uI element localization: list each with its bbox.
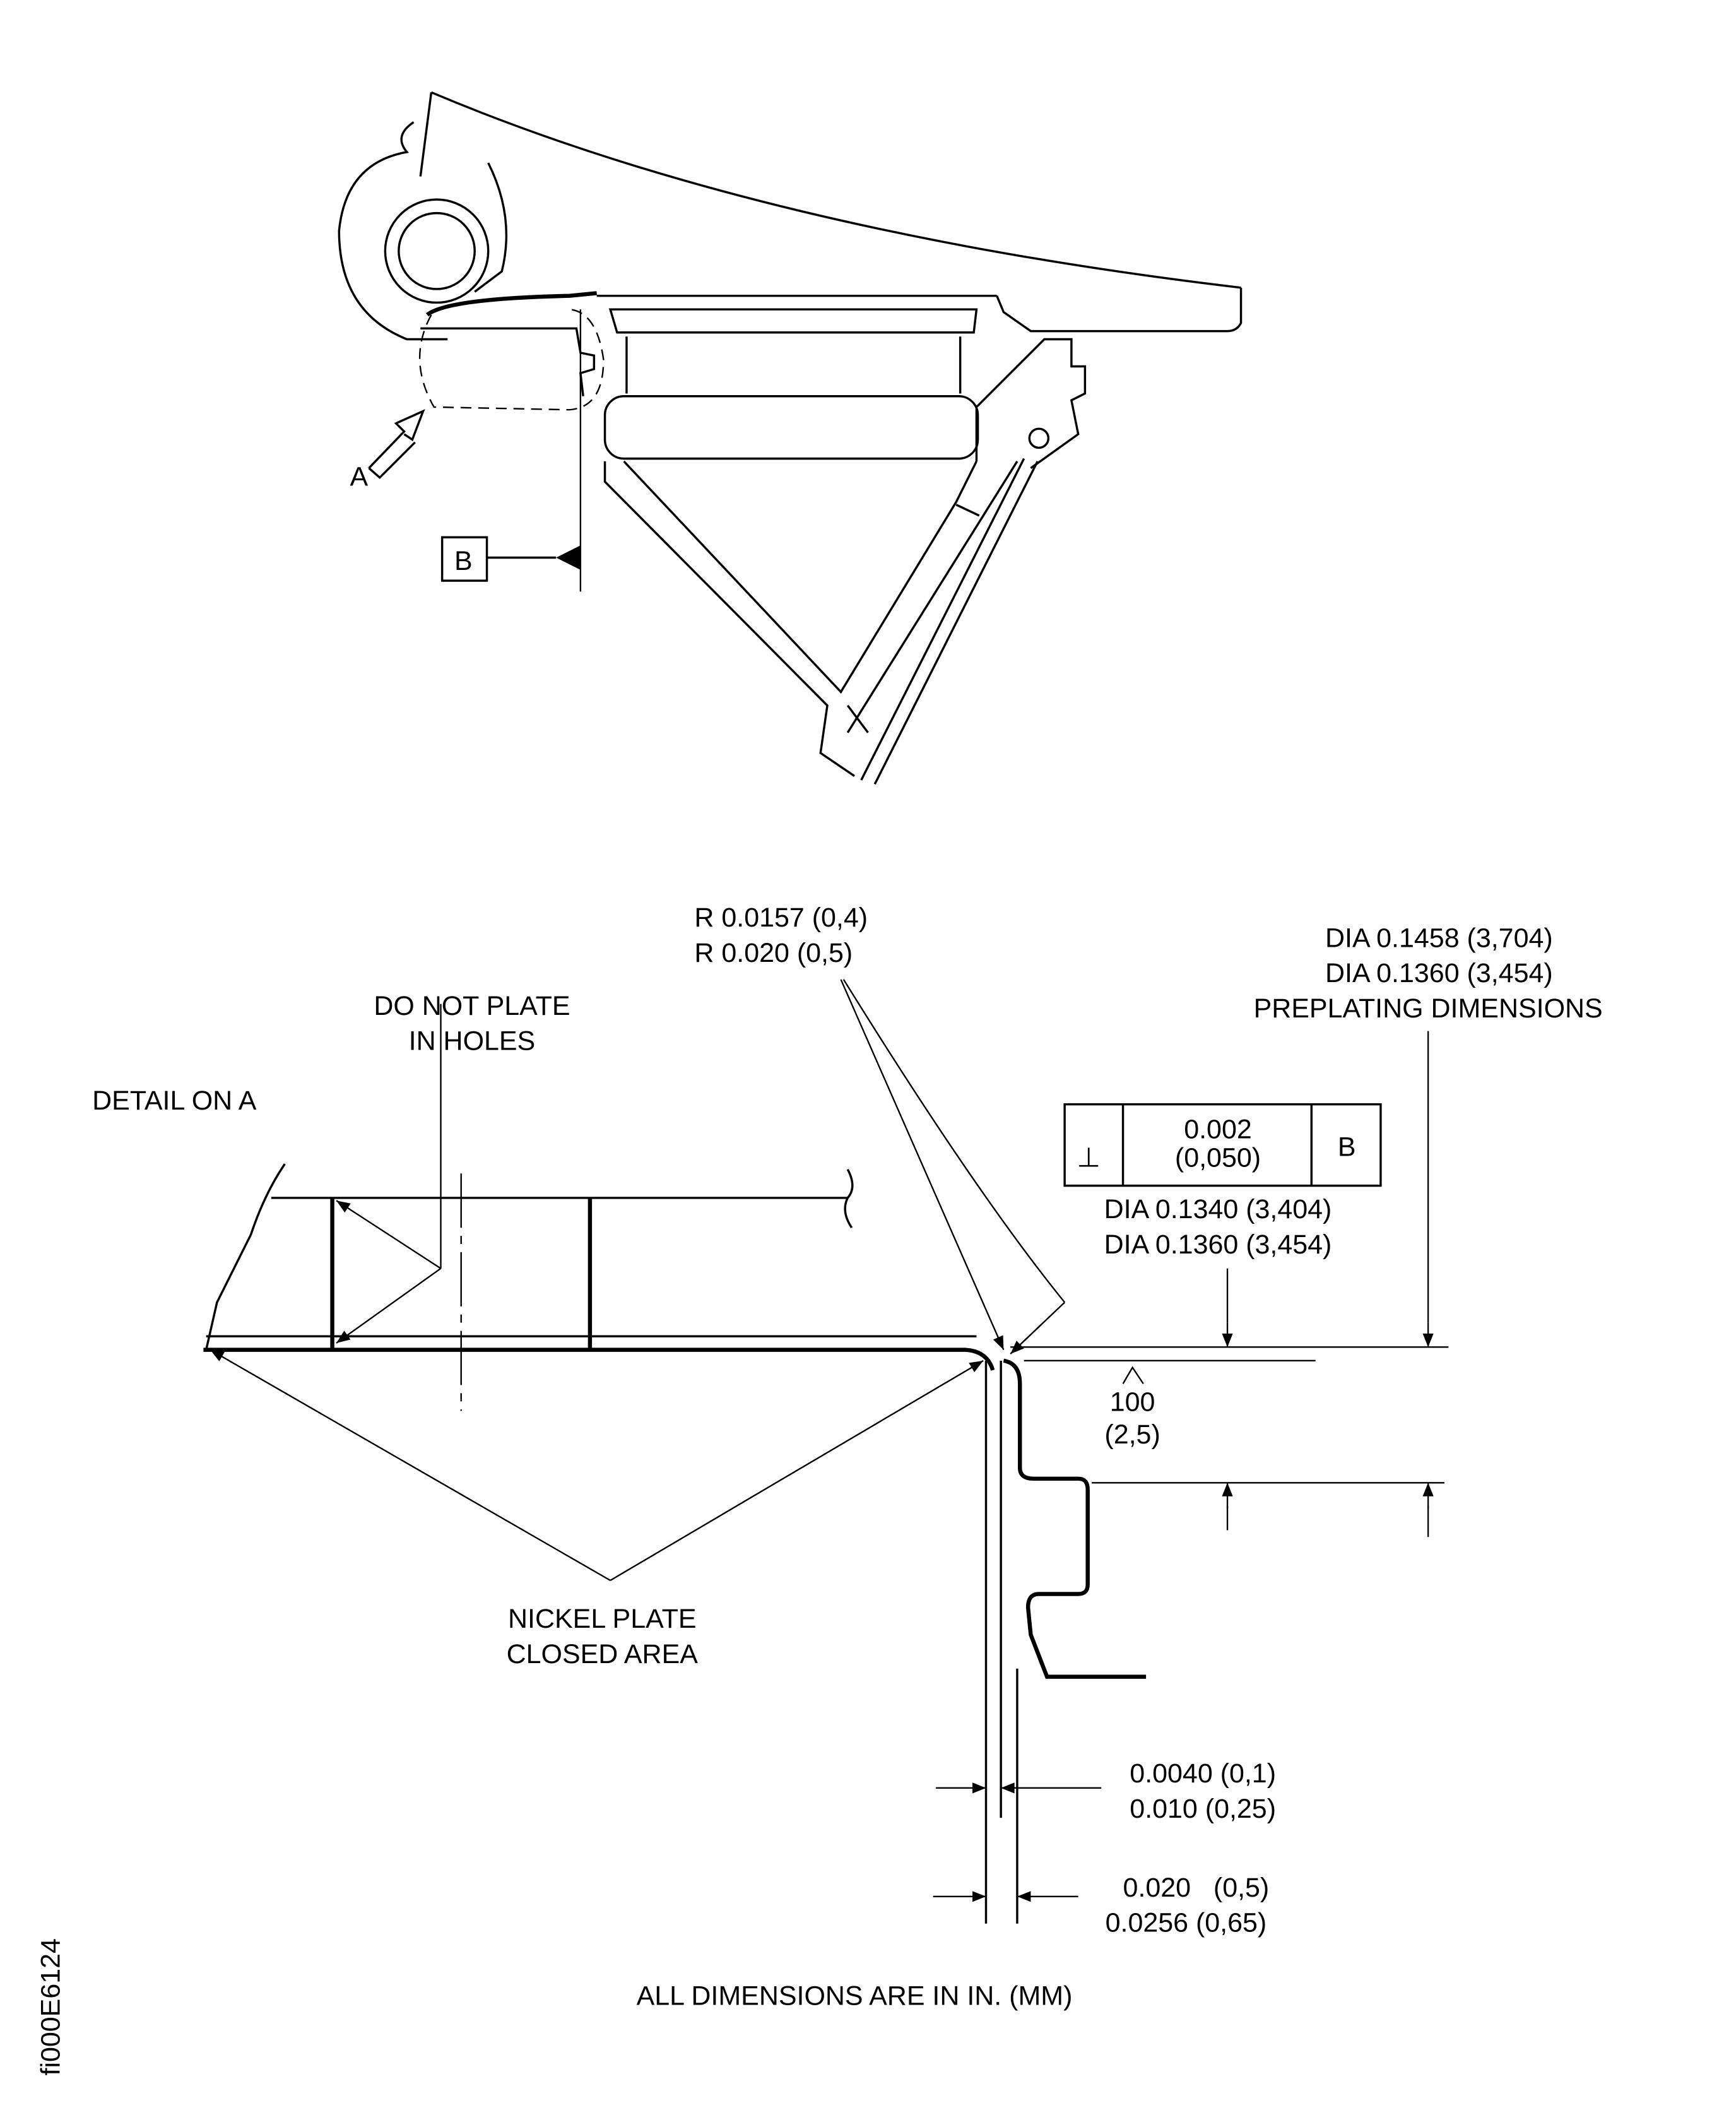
view-arrow-label: A bbox=[350, 462, 368, 492]
tolerance-value-mm: (0,050) bbox=[1175, 1143, 1261, 1173]
units-note: ALL DIMENSIONS ARE IN IN. (MM) bbox=[637, 1981, 1073, 2011]
datum-triangle-icon bbox=[556, 545, 581, 570]
preplating-line2: DIA 0.1360 (3,454) bbox=[1325, 958, 1553, 988]
radius-line1: R 0.0157 (0,4) bbox=[694, 903, 868, 933]
nickel-plate-line2: CLOSED AREA bbox=[507, 1639, 699, 1669]
wall-thickness-line1: 0.020 (0,5) bbox=[1123, 1873, 1270, 1903]
do-not-plate-line1: DO NOT PLATE bbox=[374, 991, 570, 1021]
overview-section-drawing: A B bbox=[338, 91, 1243, 785]
plating-thickness-line1: 0.0040 (0,1) bbox=[1130, 1758, 1276, 1789]
depth-line1: 100 bbox=[1110, 1387, 1155, 1417]
datum-box bbox=[440, 536, 488, 582]
annotations: DETAIL ON A DO NOT PLATE IN HOLES NICKEL… bbox=[36, 903, 1603, 2075]
nickel-plate-line1: NICKEL PLATE bbox=[508, 1604, 697, 1634]
preplating-line3: PREPLATING DIMENSIONS bbox=[1254, 993, 1603, 1024]
perpendicularity-symbol: ⊥ bbox=[1077, 1143, 1100, 1173]
datum-label: B bbox=[454, 546, 473, 576]
tolerance-value: 0.002 bbox=[1184, 1114, 1252, 1144]
tolerance-datum: B bbox=[1338, 1132, 1356, 1162]
dia-final-line2: DIA 0.1360 (3,454) bbox=[1104, 1229, 1332, 1260]
preplating-line1: DIA 0.1458 (3,704) bbox=[1325, 923, 1553, 953]
detail-drawing: ⊥ 0.002 (0,050) B bbox=[203, 979, 1449, 1924]
detail-title: DETAIL ON A bbox=[92, 1086, 257, 1116]
view-arrow-icon bbox=[368, 409, 425, 469]
dia-final-line1: DIA 0.1340 (3,404) bbox=[1104, 1194, 1332, 1224]
figure-id: fi000E6124 bbox=[36, 1938, 66, 2075]
tolerance-frame bbox=[1063, 1103, 1382, 1187]
depth-line2: (2,5) bbox=[1104, 1419, 1160, 1450]
do-not-plate-line2: IN HOLES bbox=[409, 1026, 536, 1057]
radius-line2: R 0.020 (0,5) bbox=[694, 938, 853, 968]
plating-thickness-line2: 0.010 (0,25) bbox=[1130, 1794, 1276, 1824]
wall-thickness-line2: 0.0256 (0,65) bbox=[1106, 1908, 1267, 1938]
